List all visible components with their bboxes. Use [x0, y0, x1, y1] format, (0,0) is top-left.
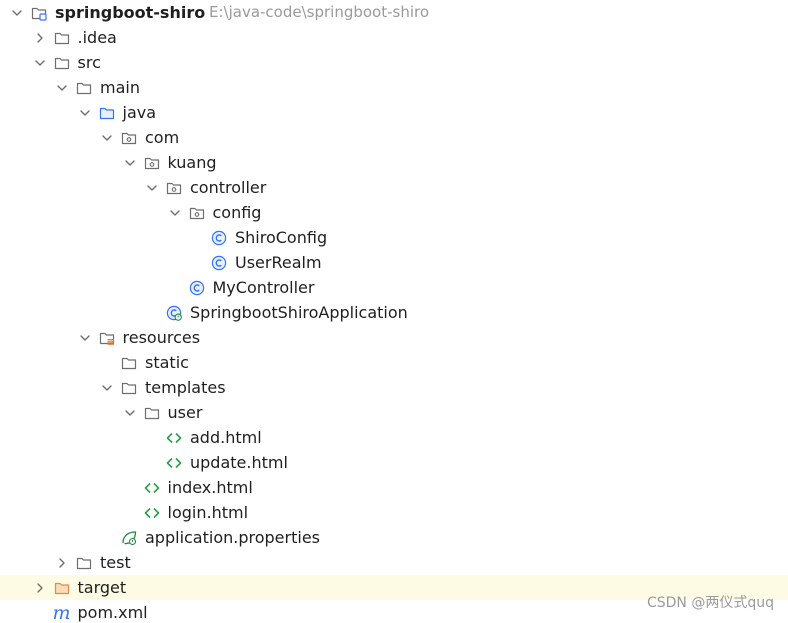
- csdn-watermark: CSDN @两仪式quq: [646, 595, 774, 611]
- chevron-down-icon[interactable]: [99, 125, 115, 150]
- tree-row[interactable]: MyController: [0, 275, 788, 300]
- tree-item-label: config: [212, 203, 262, 222]
- tree-row[interactable]: update.html: [0, 450, 788, 475]
- folder-icon: [76, 550, 92, 575]
- resources-folder-icon: [99, 325, 115, 350]
- tree-item-label: user: [167, 403, 203, 422]
- chevron-down-icon[interactable]: [77, 325, 93, 350]
- tree-item-label: main: [100, 78, 140, 97]
- tree-item-label: index.html: [167, 478, 253, 497]
- folder-icon: [144, 400, 160, 425]
- tree-item-label: SpringbootShiroApplication: [190, 303, 408, 322]
- tree-item-label: update.html: [190, 453, 288, 472]
- tree-item-label: login.html: [167, 503, 249, 522]
- folder-icon: [54, 25, 70, 50]
- spring-boot-class-icon: [166, 300, 182, 325]
- tree-row[interactable]: add.html: [0, 425, 788, 450]
- folder-icon: [121, 350, 137, 375]
- class-icon: [211, 250, 227, 275]
- tree-row[interactable]: index.html: [0, 475, 788, 500]
- tree-row[interactable]: com: [0, 125, 788, 150]
- folder-icon: [121, 375, 137, 400]
- tree-item-label: .idea: [77, 28, 117, 47]
- package-icon: [121, 125, 137, 150]
- tree-row[interactable]: controller: [0, 175, 788, 200]
- class-icon: [189, 275, 205, 300]
- package-icon: [166, 175, 182, 200]
- tree-item-label: resources: [122, 328, 201, 347]
- folder-icon: [54, 50, 70, 75]
- tree-row[interactable]: test: [0, 550, 788, 575]
- tree-item-label: application.properties: [145, 528, 320, 547]
- tree-row[interactable]: login.html: [0, 500, 788, 525]
- chevron-down-icon[interactable]: [122, 400, 138, 425]
- tree-row[interactable]: src: [0, 50, 788, 75]
- chevron-right-icon[interactable]: [54, 550, 70, 575]
- package-icon: [144, 150, 160, 175]
- tree-item-label: src: [77, 53, 101, 72]
- tree-item-label: springboot-shiro: [55, 3, 206, 22]
- tree-item-label: static: [145, 353, 189, 372]
- tree-item-label: controller: [190, 178, 267, 197]
- tree-item-label: pom.xml: [77, 603, 148, 622]
- tree-item-label: test: [100, 553, 131, 572]
- tree-row[interactable]: m pom.xml: [0, 600, 788, 623]
- source-folder-icon: [99, 100, 115, 125]
- tree-row[interactable]: java: [0, 100, 788, 125]
- chevron-right-icon[interactable]: [32, 575, 48, 600]
- tree-item-label: MyController: [212, 278, 315, 297]
- tree-row[interactable]: SpringbootShiroApplication: [0, 300, 788, 325]
- chevron-down-icon[interactable]: [122, 150, 138, 175]
- tree-row[interactable]: application.properties: [0, 525, 788, 550]
- html-file-icon: [166, 450, 182, 475]
- tree-item-label: templates: [145, 378, 226, 397]
- tree-row[interactable]: .idea: [0, 25, 788, 50]
- chevron-down-icon[interactable]: [9, 0, 25, 25]
- chevron-down-icon[interactable]: [167, 200, 183, 225]
- chevron-down-icon[interactable]: [32, 50, 48, 75]
- tree-item-label: UserRealm: [235, 253, 322, 272]
- folder-icon: [76, 75, 92, 100]
- tree-item-label: target: [77, 578, 127, 597]
- tree-row[interactable]: resources: [0, 325, 788, 350]
- tree-row[interactable]: UserRealm: [0, 250, 788, 275]
- html-file-icon: [166, 425, 182, 450]
- tree-row[interactable]: ShiroConfig: [0, 225, 788, 250]
- maven-icon: m: [52, 601, 71, 623]
- chevron-down-icon[interactable]: [77, 100, 93, 125]
- tree-row[interactable]: kuang: [0, 150, 788, 175]
- html-file-icon: [144, 500, 160, 525]
- tree-item-label: com: [145, 128, 180, 147]
- tree-row[interactable]: target: [0, 575, 788, 600]
- excluded-folder-icon: [54, 575, 70, 600]
- spring-properties-icon: [121, 525, 137, 550]
- package-icon: [189, 200, 205, 225]
- tree-item-label: java: [122, 103, 157, 122]
- tree-row[interactable]: config: [0, 200, 788, 225]
- tree-row[interactable]: main: [0, 75, 788, 100]
- chevron-down-icon[interactable]: [144, 175, 160, 200]
- html-file-icon: [144, 475, 160, 500]
- tree-item-label: kuang: [167, 153, 217, 172]
- tree-row[interactable]: static: [0, 350, 788, 375]
- tree-row[interactable]: user: [0, 400, 788, 425]
- chevron-right-icon[interactable]: [32, 25, 48, 50]
- chevron-down-icon[interactable]: [99, 375, 115, 400]
- chevron-down-icon[interactable]: [54, 75, 70, 100]
- tree-row[interactable]: templates: [0, 375, 788, 400]
- project-path: E:\java-code\springboot-shiro: [209, 3, 430, 21]
- class-icon: [211, 225, 227, 250]
- tree-item-label: add.html: [190, 428, 262, 447]
- module-folder-icon: [31, 0, 47, 25]
- tree-item-label: ShiroConfig: [235, 228, 328, 247]
